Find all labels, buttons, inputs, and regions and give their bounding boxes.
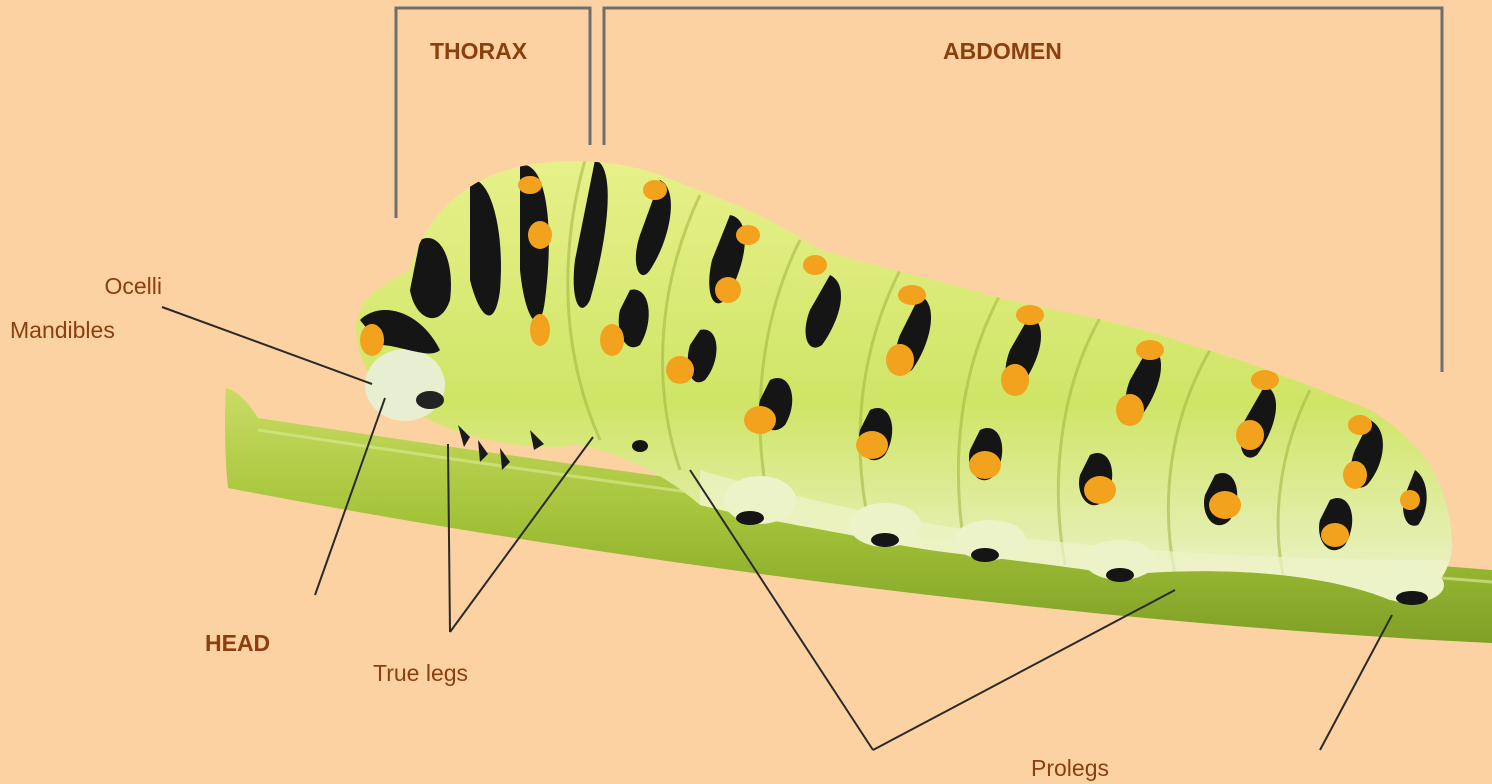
prolegs-label: Prolegs xyxy=(1031,755,1109,781)
thorax-label: THORAX xyxy=(430,38,527,64)
abdomen-label: ABDOMEN xyxy=(943,38,1062,64)
head-label: HEAD xyxy=(205,630,270,656)
mandibles-label: Mandibles xyxy=(10,317,115,343)
true-legs-label: True legs xyxy=(373,660,468,686)
ocelli-label: Ocelli xyxy=(74,273,162,299)
